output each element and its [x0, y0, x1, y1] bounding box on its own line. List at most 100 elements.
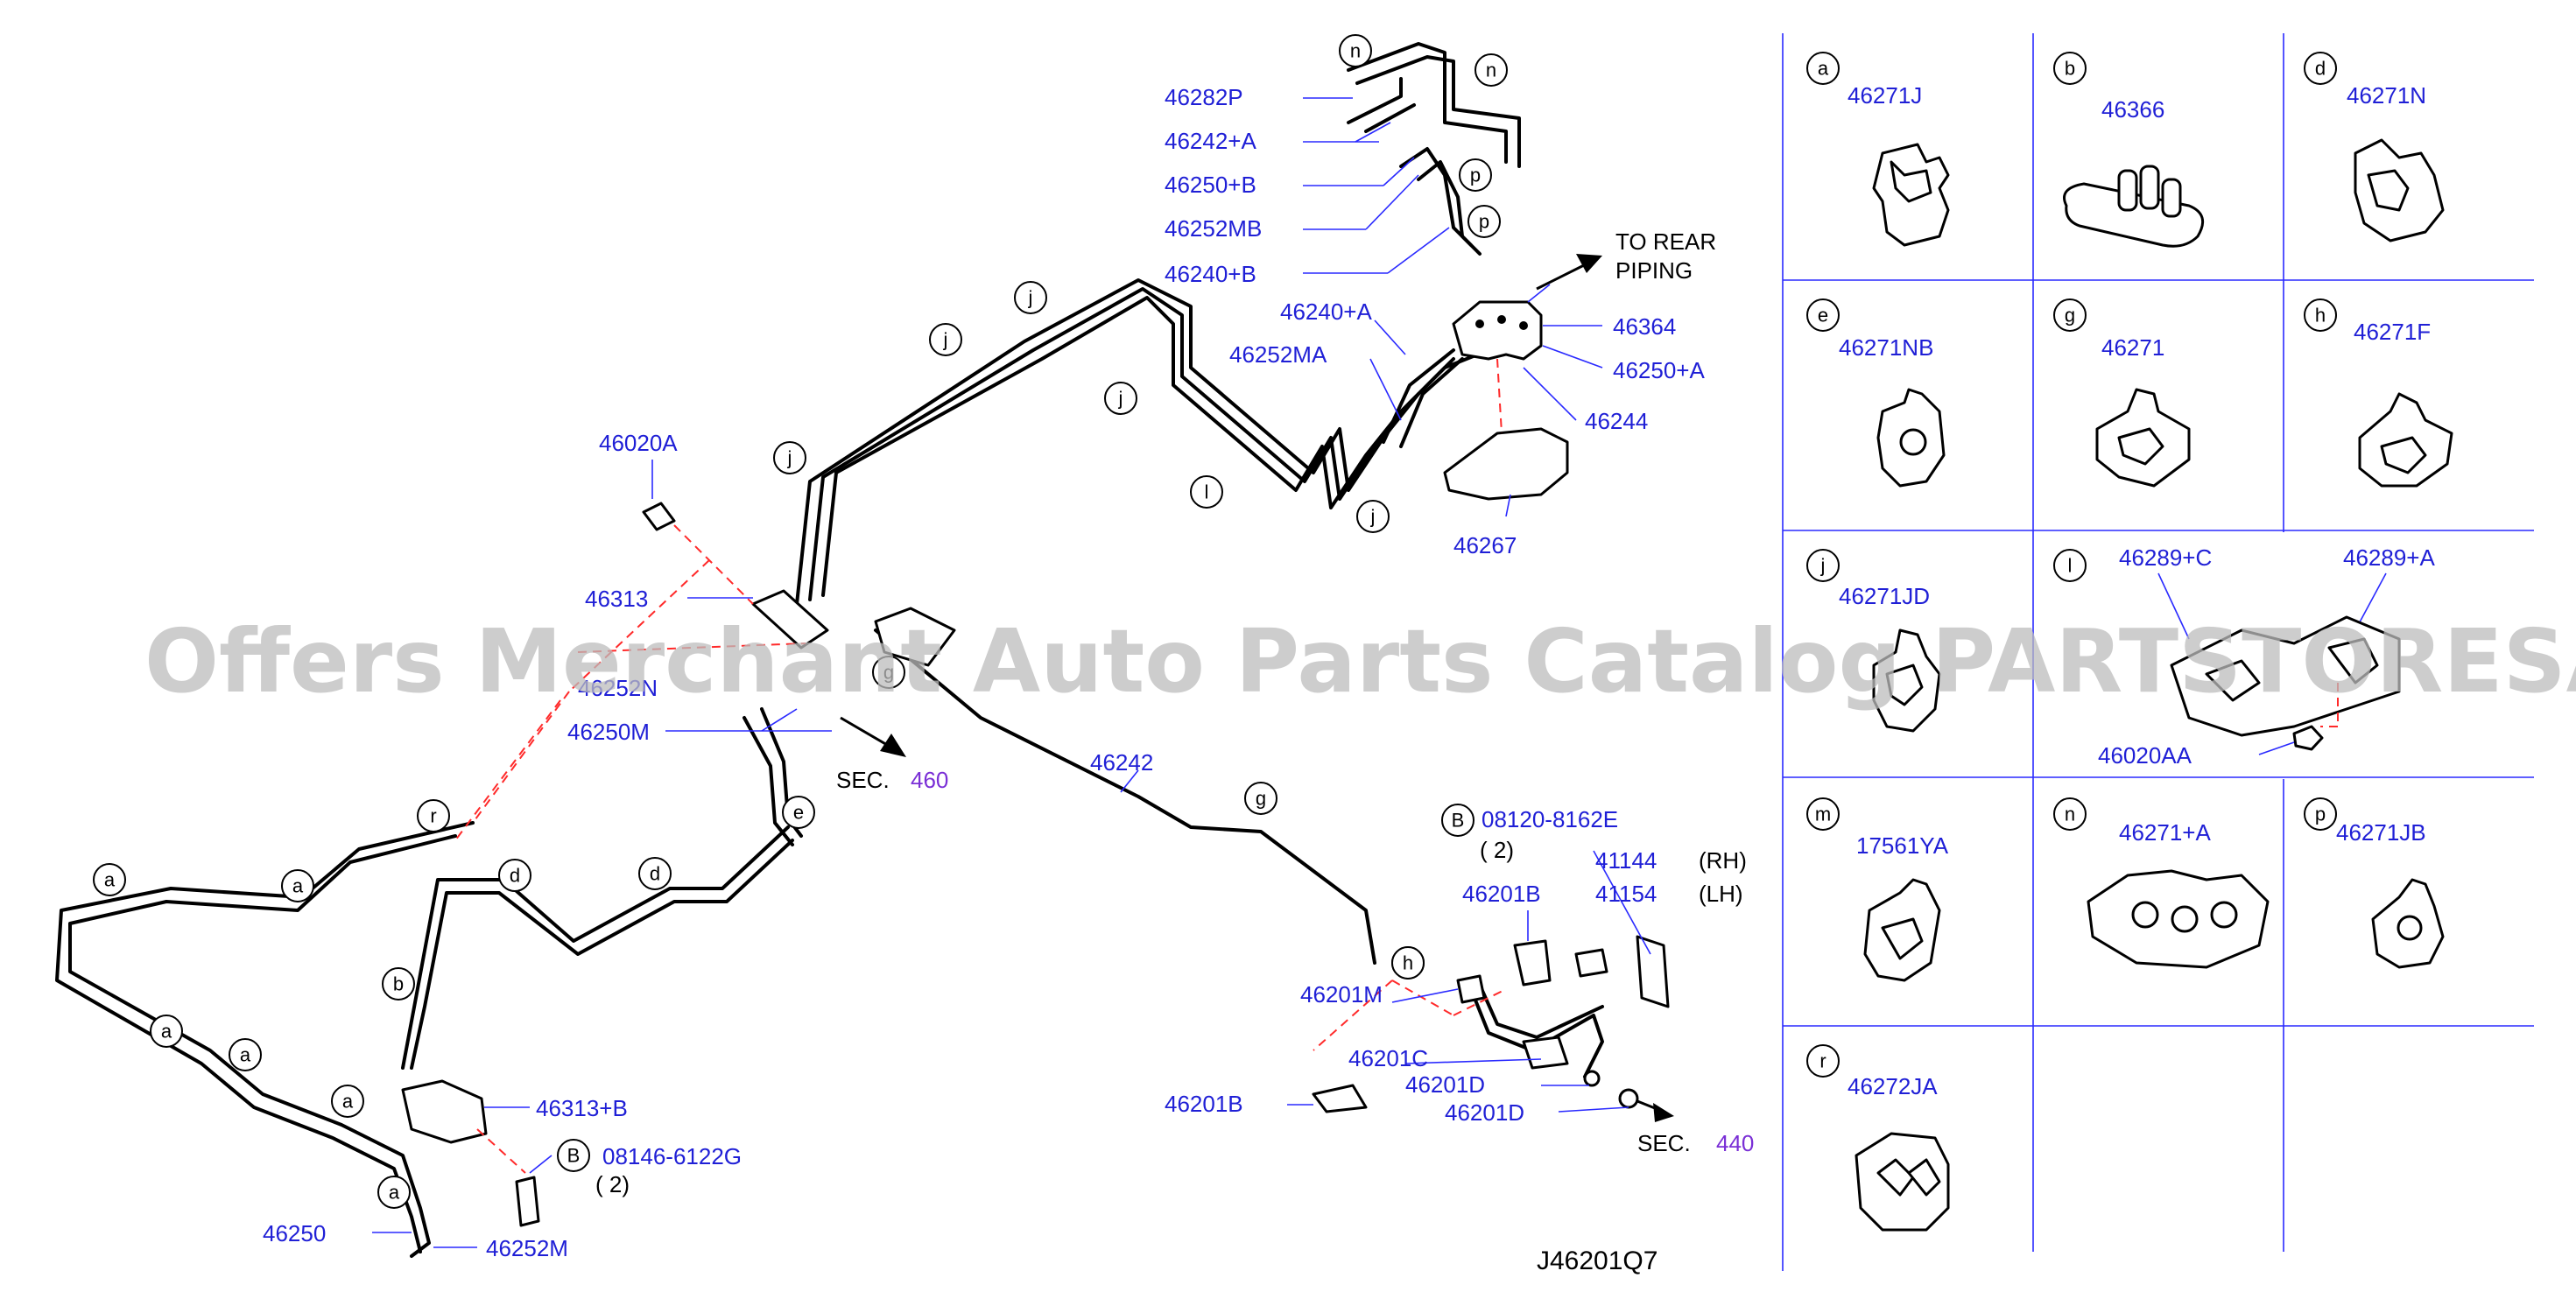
part-number-label[interactable]: 08146-6122G — [602, 1143, 742, 1169]
callout-a[interactable]: a — [377, 1176, 411, 1209]
callout-a[interactable]: a — [150, 1015, 183, 1048]
bolt-icon — [2292, 725, 2324, 751]
callout-a[interactable]: a — [281, 869, 314, 902]
part-number-label[interactable]: 46201D — [1445, 1099, 1524, 1126]
lh-label: (LH) — [1699, 881, 1743, 907]
bracket-46267 — [1443, 358, 1569, 501]
part-number-label[interactable]: 46201B — [1165, 1091, 1243, 1117]
grid-letter: h — [2315, 305, 2326, 327]
grid-part-number[interactable]: 46271+A — [2119, 819, 2211, 846]
grid-letter: m — [1815, 804, 1831, 825]
part-number-label[interactable]: 46242 — [1090, 749, 1153, 776]
callout-g[interactable]: g — [1244, 782, 1277, 815]
callout-j[interactable]: j — [929, 323, 962, 356]
callout-letter: a — [104, 869, 116, 891]
callout-letter: a — [240, 1044, 251, 1066]
part-number-label[interactable]: 46364 — [1613, 313, 1676, 340]
callout-h[interactable]: h — [1391, 946, 1425, 980]
qty-label: ( 2) — [1480, 837, 1514, 863]
upper-tube-cluster — [1347, 42, 1521, 256]
part-number-label[interactable]: 46240+B — [1165, 261, 1256, 287]
svg-text:440: 440 — [1716, 1130, 1754, 1156]
callout-p[interactable]: p — [1459, 158, 1492, 192]
brake-tubes — [55, 278, 1490, 1258]
watermark: Offers Merchant Auto Parts Catalog PARTS… — [144, 610, 2576, 713]
callout-a[interactable]: a — [229, 1038, 262, 1071]
part-number-label[interactable]: 46250M — [567, 719, 650, 745]
grid-letter: g — [2065, 305, 2075, 327]
callout-a[interactable]: a — [93, 863, 126, 896]
grid-part-number[interactable]: 46271JB — [2336, 819, 2426, 846]
part-number-label[interactable]: 46313+B — [536, 1095, 628, 1121]
grid-part-number-3[interactable]: 46020AA — [2098, 742, 2192, 769]
callout-letter: j — [1118, 388, 1123, 410]
grid-part-number[interactable]: 46366 — [2101, 96, 2164, 123]
callout-j[interactable]: j — [773, 441, 806, 474]
callout-j[interactable]: j — [1014, 281, 1047, 314]
grid-part-number[interactable]: 46271NB — [1839, 334, 1933, 361]
callout-l[interactable]: l — [1190, 475, 1223, 509]
part-number-label[interactable]: 46201M — [1300, 981, 1383, 1008]
sec-460-arrow — [840, 716, 906, 757]
callout-letter: j — [943, 329, 948, 351]
grid-cell-h: h 46271F — [2304, 298, 2453, 488]
grid-part-number[interactable]: 17561YA — [1856, 832, 1949, 859]
svg-text:SEC.: SEC. — [1637, 1130, 1691, 1156]
callout-d[interactable]: d — [498, 859, 531, 892]
grid-letter: r — [1819, 1050, 1826, 1072]
grid-part-number[interactable]: 46271J — [1848, 82, 1922, 109]
part-number-label[interactable]: 46201B — [1462, 881, 1541, 907]
part-number-label[interactable]: 46282P — [1165, 84, 1243, 110]
callout-n[interactable]: n — [1475, 53, 1508, 87]
part-number-label[interactable]: 41144 — [1595, 847, 1657, 874]
part-number-label[interactable]: 46252MB — [1165, 215, 1262, 242]
callout-letter: n — [1486, 60, 1496, 81]
grid-cell-g: g 46271 — [2053, 298, 2191, 488]
part-number-label[interactable]: 46313 — [585, 586, 648, 612]
grid-cell-n: n 46271+A — [2053, 797, 2270, 969]
part-number-label[interactable]: 46250 — [263, 1220, 326, 1246]
part-number-label[interactable]: 46242+A — [1165, 128, 1256, 154]
callout-d[interactable]: d — [638, 857, 672, 890]
svg-text:460: 460 — [911, 767, 948, 793]
callout-letter: e — [793, 802, 804, 824]
part-number-label[interactable]: 46201D — [1405, 1071, 1485, 1098]
grid-part-number[interactable]: 46271F — [2354, 319, 2431, 345]
part-number-label[interactable]: 08120-8162E — [1482, 806, 1618, 832]
grid-part-number[interactable]: 46271 — [2101, 334, 2164, 361]
part-number-label[interactable]: 46240+A — [1280, 298, 1372, 325]
callout-n[interactable]: n — [1339, 34, 1372, 67]
part-number-label[interactable]: 46244 — [1585, 408, 1648, 434]
part-number-label[interactable]: 46252MA — [1229, 341, 1327, 368]
part-number-label[interactable]: 46201C — [1348, 1045, 1428, 1071]
part-number-label[interactable]: 46252N — [578, 675, 658, 701]
part-number-label[interactable]: 46267 — [1453, 532, 1517, 558]
grid-part-number-2[interactable]: 46289+A — [2343, 544, 2435, 571]
sec-440-label: SEC. 440 — [1637, 1130, 1754, 1156]
sec-460-label: SEC. 460 — [836, 767, 948, 793]
grid-cell-e: e 46271NB — [1806, 298, 1946, 488]
grid-part-number[interactable]: 46271N — [2347, 82, 2426, 109]
callout-letter: r — [430, 805, 436, 827]
part-number-label[interactable]: 46250+B — [1165, 172, 1256, 198]
callout-letter: p — [1479, 211, 1489, 233]
callout-j[interactable]: j — [1356, 500, 1390, 533]
callout-letters: nnppjjjjljgheraaddbaaaagh — [93, 34, 1508, 1209]
part-number-label[interactable]: 46250+A — [1613, 357, 1705, 383]
callout-b[interactable]: b — [382, 967, 415, 1001]
callout-j[interactable]: j — [1104, 382, 1137, 415]
callout-e[interactable]: e — [782, 796, 815, 829]
callout-a[interactable]: a — [331, 1085, 364, 1118]
part-number-label[interactable]: 41154 — [1595, 881, 1657, 907]
grid-part-number[interactable]: 46271JD — [1839, 583, 1930, 609]
rh-label: (RH) — [1699, 847, 1747, 874]
part-number-label[interactable]: 46252M — [486, 1235, 568, 1261]
grid-part-number[interactable]: 46289+C — [2119, 544, 2212, 571]
part-number-label[interactable]: 46020A — [599, 430, 678, 456]
grid-cell-r: r 46272JA — [1806, 1044, 1950, 1232]
callout-g[interactable]: g — [872, 656, 905, 689]
grid-part-number[interactable]: 46272JA — [1848, 1073, 1938, 1099]
callout-r[interactable]: r — [417, 799, 450, 832]
callout-p[interactable]: p — [1467, 205, 1501, 238]
